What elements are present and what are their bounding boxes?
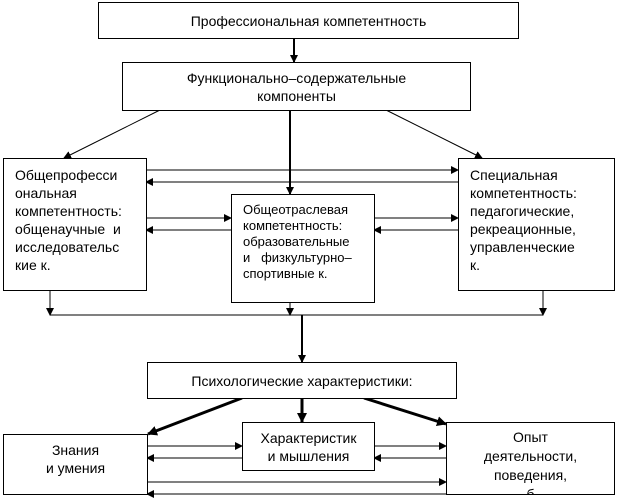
node-text: Характеристик <box>260 429 357 446</box>
node-text: компетентность: <box>470 185 577 201</box>
node-text: Психологические характеристики: <box>191 372 413 389</box>
arrow-functional-to-special <box>385 109 483 159</box>
arrow-functional-to-general-professional <box>63 109 161 159</box>
node-text: Функционально–содержательные <box>186 69 407 86</box>
node-knowledge-and-skills: Знания и умения <box>3 434 148 495</box>
node-text: поведения, <box>493 467 568 483</box>
node-text: кие к. <box>15 257 51 273</box>
node-text: к. <box>470 257 481 273</box>
node-text: деятельности, <box>483 448 578 464</box>
node-text: компоненты <box>257 87 336 104</box>
node-special-competence: Специальная компетентность: педагогическ… <box>458 158 615 291</box>
node-psychological-characteristics: Психологические характеристики: <box>147 362 457 399</box>
arrow-psychological-to-knowledge <box>147 396 243 436</box>
node-text: Профессиональная компетентность <box>190 12 427 29</box>
node-text: Опыт <box>513 429 548 445</box>
node-experience: Опыт деятельности, поведения, б <box>446 422 615 495</box>
node-text: рекреационные, <box>470 221 576 237</box>
arrow-psychological-to-experience <box>363 396 447 427</box>
node-general-professional-competence: Общепрофесси ональная компетентность: об… <box>3 158 147 291</box>
node-text: Общепрофесси <box>15 167 118 183</box>
node-text: ональная <box>15 185 77 201</box>
node-text: педагогические, <box>470 203 575 219</box>
node-text: исследовательс <box>15 239 120 255</box>
node-text: общенаучные и <box>15 221 121 237</box>
node-functional-components: Функционально–содержательные компоненты <box>122 62 471 111</box>
node-text: образовательные <box>243 234 350 249</box>
node-text: Общеотраслевая <box>243 202 349 217</box>
node-text: компетентность: <box>15 203 122 219</box>
node-text: и физкультурно– <box>243 250 352 265</box>
node-text: Знания <box>51 442 100 458</box>
node-professional-competence: Профессиональная компетентность <box>98 2 519 39</box>
node-text: спортивные к. <box>243 266 328 281</box>
node-text: и умения <box>45 460 106 476</box>
node-text-truncated: б <box>526 486 535 495</box>
node-general-sectoral-competence: Общеотраслевая компетентность: образоват… <box>231 194 375 303</box>
node-thinking-characteristics: Характеристик и мышления <box>242 422 375 471</box>
node-text: управленческие <box>470 239 575 255</box>
node-text: и мышления <box>267 447 350 464</box>
node-text: Специальная <box>470 167 558 183</box>
node-text: компетентность: <box>243 218 343 233</box>
